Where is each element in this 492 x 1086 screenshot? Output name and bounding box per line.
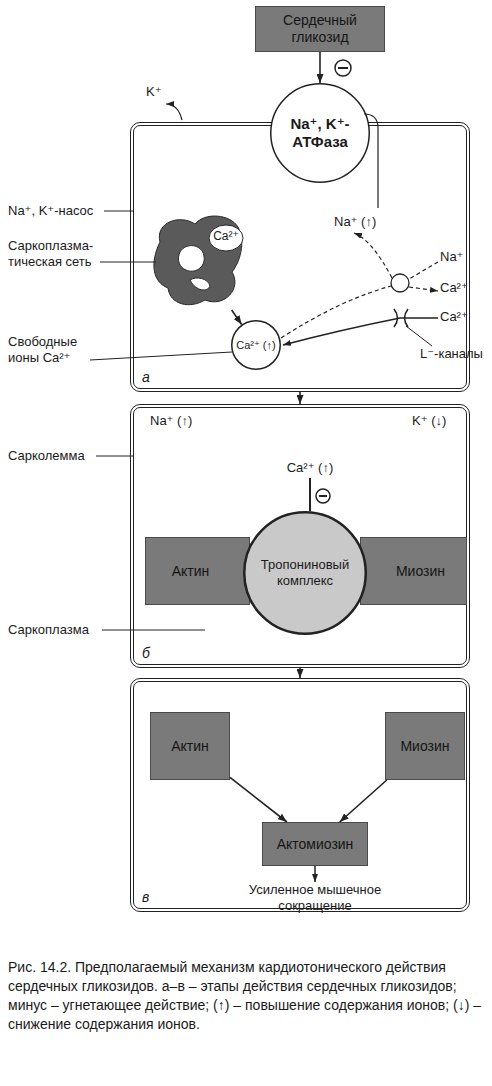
ion-label: K⁺ (↓) (412, 413, 446, 429)
exchanger-symbol (391, 274, 409, 292)
reticulum-shape-text: Ca²⁺ (208, 229, 244, 243)
reticulum-shape: Ca²⁺ (150, 212, 245, 310)
ion-label: Ca²⁺ (440, 309, 468, 325)
protein-box-text: Миозин (396, 563, 445, 580)
circle-outline (232, 321, 281, 370)
stage-panel: б Актин Тропониновый комплекс Миозин (130, 404, 470, 668)
leader-line (90, 352, 232, 360)
part-label: Na⁺, K⁺-насос (8, 203, 108, 219)
circle-outline (271, 84, 370, 183)
leader-line (406, 326, 432, 346)
part-label: Сарколемма (8, 448, 85, 464)
stage-letter: в (142, 889, 149, 905)
figure-caption: Рис. 14.2. Предполагаемый механизм карди… (8, 958, 484, 1034)
drug-box: Сердечный гликозид (255, 6, 385, 52)
ion-label: K⁺ (146, 84, 162, 100)
stage-panel: в Актин МиозинАктомиозин (130, 678, 470, 912)
calcium-circle: Ca²⁺ (↑) (231, 320, 281, 370)
troponin-circle: Тропониновый комплекс (243, 511, 367, 635)
protein-box: Миозин (360, 537, 467, 605)
stage-letter: а (142, 369, 150, 385)
ion-flow-arrow (166, 104, 182, 120)
ion-flow-arrow (354, 233, 392, 278)
protein-box-text: Миозин (400, 738, 449, 755)
protein-box-text: Актин (172, 563, 210, 580)
leader-line (96, 456, 134, 457)
inhibition-sign (335, 60, 351, 76)
complex-box: Актомиозин (262, 822, 368, 866)
pump-circle: Na⁺, K⁺-АТФаза (270, 83, 370, 183)
ion-label: Ca²⁺ (440, 280, 468, 296)
ion-label: Na⁺ (↑) (150, 413, 192, 429)
ion-flow-arrow (281, 286, 391, 338)
result-arrow (314, 866, 316, 882)
protein-box: Актин (145, 537, 250, 605)
protein-box: Актин (150, 712, 230, 780)
stage-letter: б (142, 645, 150, 661)
troponin-circle-text: Тропониновый комплекс (259, 557, 351, 588)
calcium-circle-text: Ca²⁺ (↑) (236, 339, 275, 352)
inhibition-sign (316, 489, 330, 503)
reticulum-lumen (209, 225, 243, 251)
reticulum-shape-outline (150, 212, 245, 310)
ion-flow-arrow (409, 262, 438, 279)
drug-box-text: Сердечный гликозид (256, 12, 384, 46)
flow-arrow (299, 668, 301, 678)
circle-outline (244, 512, 366, 634)
reticulum-lumen (178, 246, 204, 272)
ion-label: Na⁺ (440, 249, 463, 265)
flow-arrow (340, 780, 387, 822)
part-label: Свободные ионы Ca²⁺ (8, 334, 92, 367)
pump-circle-text: Na⁺, K⁺-АТФаза (281, 115, 359, 151)
flow-arrow (319, 52, 321, 83)
ion-label: Na⁺ (↑) (334, 214, 376, 230)
stage-panel: аNa⁺, K⁺-АТФазаCa²⁺Ca²⁺ (↑) (130, 122, 470, 392)
ion-label: Ca²⁺ (↑) (270, 460, 350, 476)
part-label: Саркоплазма (8, 622, 89, 638)
channel-symbol (394, 309, 408, 327)
part-label: L⁻-каналы (420, 346, 483, 362)
flow-arrow (232, 310, 242, 325)
part-label: Саркоплазма-тическая сеть (8, 238, 100, 271)
flow-arrow (230, 777, 287, 822)
flow-arrow (299, 392, 301, 404)
result-label: Усиленное мышечное сокращение (235, 882, 395, 915)
inhibition-line (309, 478, 311, 511)
complex-box-text: Актомиозин (277, 836, 354, 853)
leader-line (102, 630, 205, 631)
ion-flow-arrow (283, 318, 438, 345)
leader-line (100, 262, 156, 263)
ion-flow-arrow (409, 287, 438, 291)
reticulum-lumen (190, 278, 210, 290)
protein-box: Миозин (385, 712, 465, 780)
protein-box-text: Актин (171, 738, 209, 755)
